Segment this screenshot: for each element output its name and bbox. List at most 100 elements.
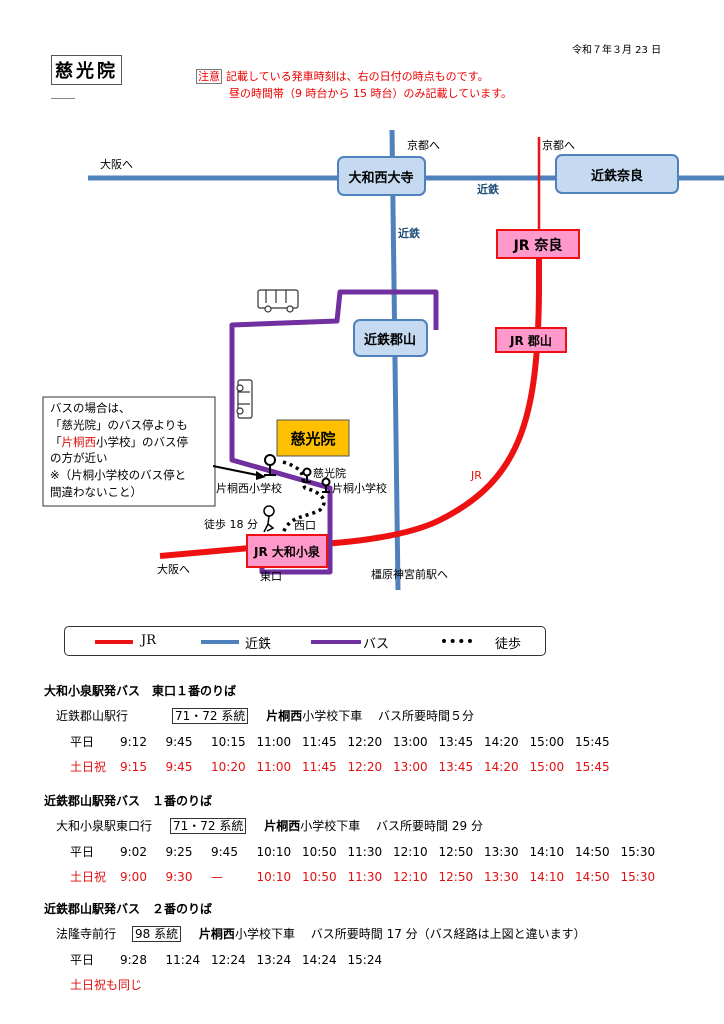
day-type-label: 平日	[70, 953, 95, 967]
callout-open: 「	[50, 435, 62, 449]
departure-time: 11:45	[302, 760, 337, 774]
departure-time: 10:10	[256, 870, 292, 884]
departure-time: 13:45	[438, 760, 474, 774]
departure-time: 11:24	[165, 953, 201, 967]
timetable-title: 近鉄郡山駅発バス １番のりば	[44, 794, 213, 808]
departure-time: 15:00	[529, 760, 565, 774]
label-west-exit: 西口	[294, 519, 316, 532]
departure-time: 13:00	[393, 735, 428, 749]
departure-time: 11:30	[347, 870, 383, 884]
departure-time: 10:50	[302, 870, 337, 884]
bus-stop-icon	[321, 477, 331, 493]
departure-time: 14:50	[575, 870, 610, 884]
bus-icon	[257, 289, 299, 313]
bus-duration: バス所要時間５分	[378, 709, 475, 723]
label-east-exit: 東口	[260, 570, 282, 583]
alight-stop-rest: 小学校下車	[300, 819, 361, 833]
map-legend: JR 近鉄 バス 徒歩	[64, 626, 546, 656]
station-jr-yamato-koizumi: JR 大和小泉	[246, 534, 328, 568]
departure-time: 10:15	[211, 735, 246, 749]
callout-box: バスの場合は、 「慈光院」のバス停よりも 「片桐西小学校」のバス停 の方が近い …	[42, 396, 266, 507]
day-type-label: 土日祝	[70, 760, 107, 774]
day-type-label: 平日	[70, 845, 95, 859]
departure-time: 15:30	[620, 845, 656, 859]
label-walk-time: 徒歩 18 分	[204, 517, 258, 531]
bus-duration: バス所要時間 17 分（バス経路は上図と違います）	[310, 927, 586, 941]
callout-line-2: 「慈光院」のバス停よりも	[50, 418, 188, 432]
holiday-note: 土日祝も同じ	[70, 978, 143, 992]
callout-rest: 小学校」のバス停	[96, 435, 188, 449]
day-type-label: 平日	[70, 735, 95, 749]
departure-time: 12:50	[438, 870, 474, 884]
route-number: 71・72 系統	[170, 818, 247, 834]
departure-time: 15:45	[575, 760, 610, 774]
timetable-destination: 近鉄郡山駅行	[56, 709, 129, 723]
notice-line-1: 記載している発車時刻は、右の日付の時点ものです。	[226, 70, 489, 83]
timetable-title: 近鉄郡山駅発バス ２番のりば	[44, 902, 213, 916]
alight-stop-rest: 小学校下車	[234, 927, 295, 941]
timetable-title: 大和小泉駅発バス 東口１番のりば	[44, 684, 237, 698]
walking-path	[281, 460, 326, 534]
departure-time: 9:30	[165, 870, 193, 884]
departure-time: 9:00	[120, 870, 147, 884]
departure-time: 13:00	[393, 760, 428, 774]
departure-time: 10:10	[256, 845, 292, 859]
callout-line-4: の方が近い	[50, 451, 108, 465]
departure-time: 12:10	[393, 845, 428, 859]
station-label: JR 郡山	[509, 333, 552, 348]
callout-highlight: 片桐西	[62, 435, 97, 449]
departure-time: 12:20	[347, 760, 383, 774]
timetable-destination: 大和小泉駅東口行	[56, 819, 153, 833]
label-osaka-bottom: 大阪へ	[157, 562, 190, 576]
destination-jikoin: 慈光院	[276, 419, 350, 457]
timetable-destination: 法隆寺前行	[56, 927, 117, 941]
departure-time: 9:28	[120, 953, 147, 967]
notice-line-2: 昼の時間帯（9 時台から 15 時台）のみ記載しています。	[229, 87, 513, 100]
callout-line-6: 間違わないこと）	[50, 485, 142, 499]
station-label: 近鉄奈良	[591, 168, 643, 184]
alight-stop-bold: 片桐西	[198, 927, 235, 941]
station-kintetsu-nara: 近鉄奈良	[555, 154, 679, 194]
callout-line-1: バスの場合は、	[50, 401, 131, 415]
legend-label-kintetsu: 近鉄	[245, 637, 272, 652]
title-underline	[51, 98, 75, 99]
jr-line-main	[159, 240, 542, 559]
label-kashihara: 橿原神宮前駅へ	[371, 567, 448, 581]
departure-time: 14:24	[302, 953, 337, 967]
timetable-3: 近鉄郡山駅発バス ２番のりば 法隆寺前行 98 系統 片桐西小学校下車 バス所要時…	[44, 900, 586, 993]
departure-time: 9:45	[165, 735, 193, 749]
station-yamato-saidaiji: 大和西大寺	[337, 156, 426, 196]
station-jr-koriyama: JR 郡山	[495, 327, 567, 353]
station-label: 大和西大寺	[348, 170, 413, 186]
departure-time: 9:12	[120, 735, 147, 749]
label-stop-katagiri: 片桐小学校	[332, 481, 387, 495]
alight-stop-bold: 片桐西	[264, 819, 301, 833]
station-jr-nara: JR 奈良	[496, 229, 580, 259]
label-stop-katagiri-nishi: 片桐西小学校	[216, 481, 282, 495]
departure-time: 10:50	[302, 845, 337, 859]
notice-tag: 注意	[196, 69, 222, 84]
kintetsu-line-vertical	[389, 129, 401, 591]
legend-swatch-jr	[95, 640, 133, 644]
timetable-2: 近鉄郡山駅発バス １番のりば 大和小泉駅東口行 71・72 系統 片桐西小学校下車…	[44, 792, 666, 885]
departure-time: 13:45	[438, 735, 474, 749]
bus-icon	[236, 379, 253, 419]
departure-time: 14:10	[529, 870, 565, 884]
bus-route	[229, 289, 439, 575]
departure-time: 14:10	[529, 845, 565, 859]
callout-line-5: ※（片桐小学校のバス停と	[50, 468, 186, 482]
departure-time: 15:00	[529, 735, 565, 749]
station-label: 近鉄郡山	[364, 332, 416, 348]
departure-time: 9:02	[120, 845, 147, 859]
departure-time: 15:45	[575, 735, 610, 749]
departure-time: 15:30	[620, 870, 656, 884]
departure-time: —	[211, 870, 223, 884]
route-number: 98 系統	[132, 926, 182, 942]
route-map: 大和西大寺 近鉄奈良 JR 奈良 近鉄郡山 JR 郡山 JR 大和小泉 慈光院	[42, 129, 724, 591]
label-kintetsu-h: 近鉄	[477, 182, 500, 196]
